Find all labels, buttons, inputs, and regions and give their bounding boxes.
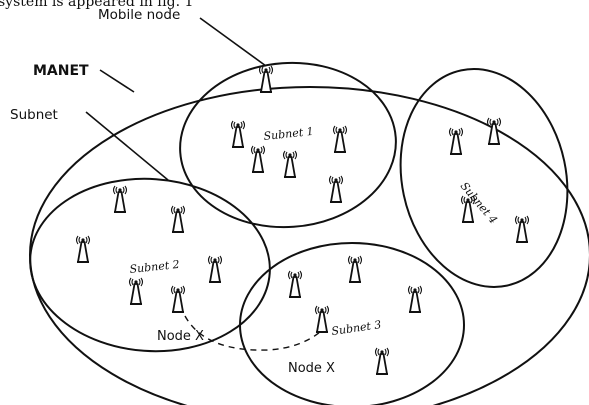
subnet-3-label: Subnet 3 xyxy=(331,318,382,338)
antenna-tower-icon xyxy=(250,145,266,173)
subnet-1-label: Subnet 1 xyxy=(263,125,314,143)
subnet-2-label: Subnet 2 xyxy=(129,258,180,276)
antenna-tower-icon xyxy=(207,255,223,283)
mobile-node-pointer xyxy=(199,17,267,67)
antenna-tower-icon xyxy=(170,205,186,233)
subnet-pointer xyxy=(85,111,169,181)
antenna-tower-icon xyxy=(347,255,363,283)
antenna-tower-icon xyxy=(230,120,246,148)
antenna-tower-icon xyxy=(486,117,502,145)
antenna-tower-icon xyxy=(258,65,274,93)
antenna-tower-icon xyxy=(170,285,186,313)
antenna-tower-icon xyxy=(460,195,476,223)
mobile-node-label: Mobile node xyxy=(98,7,180,23)
antenna-tower-icon xyxy=(75,235,91,263)
antenna-tower-icon xyxy=(128,277,144,305)
antenna-tower-icon xyxy=(314,305,330,333)
antenna-tower-icon xyxy=(332,125,348,153)
antenna-tower-icon xyxy=(514,215,530,243)
manet-pointer xyxy=(99,69,135,93)
subnet-label: Subnet xyxy=(10,107,58,123)
mobile-nodes-group xyxy=(75,65,530,375)
antenna-tower-icon xyxy=(328,175,344,203)
node-x-movement-path xyxy=(184,315,321,351)
subnet-4-boundary xyxy=(399,68,569,288)
subnet-3-boundary xyxy=(239,242,465,405)
subnet-2-boundary xyxy=(29,177,271,353)
antenna-tower-icon xyxy=(287,270,303,298)
antenna-tower-icon xyxy=(448,127,464,155)
manet-label: MANET xyxy=(33,63,89,79)
antenna-tower-icon xyxy=(407,285,423,313)
node-x-label-left: Node X xyxy=(157,329,204,344)
antenna-tower-icon xyxy=(282,150,298,178)
antenna-tower-icon xyxy=(112,185,128,213)
antenna-tower-icon xyxy=(374,347,390,375)
header-text: system is appeared in fig. 1 xyxy=(0,0,193,10)
subnet-1-boundary xyxy=(179,61,397,229)
node-x-label-right: Node X xyxy=(288,361,335,376)
